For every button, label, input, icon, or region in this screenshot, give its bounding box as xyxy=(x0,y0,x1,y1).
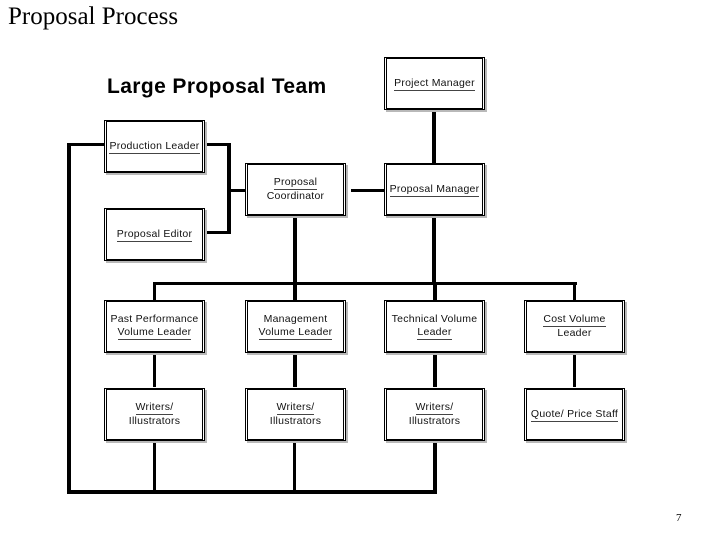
node-proposal-editor-inner: Proposal Editor xyxy=(106,209,203,260)
node-technical-volume-leader[interactable]: Technical Volume Leader xyxy=(384,300,485,353)
node-quote-price-staff[interactable]: Quote/ Price Staff xyxy=(524,388,625,441)
connector-past-performance-to-writers xyxy=(153,352,156,387)
node-writers-2-label-line1: Writers/ xyxy=(276,401,315,415)
node-technical-label-line1: Technical Volume xyxy=(391,313,478,325)
node-writers-1-label-line2: Illustrators xyxy=(128,415,181,427)
node-management-label-line1: Management xyxy=(263,313,328,325)
node-management-volume-leader-inner: Management Volume Leader xyxy=(247,301,344,352)
node-project-manager-label: Project Manager xyxy=(394,76,475,91)
node-quote-price-staff-label: Quote/ Price Staff xyxy=(530,407,619,422)
connector-production-leader-left-stub xyxy=(67,143,105,146)
node-past-performance-volume-leader-inner: Past Performance Volume Leader xyxy=(106,301,203,352)
node-writers-2-label-line2: Illustrators xyxy=(269,415,322,427)
node-past-performance-label-line2: Volume Leader xyxy=(117,326,192,340)
page-title: Proposal Process xyxy=(8,3,179,30)
connector-leftgroup-riser xyxy=(227,143,231,234)
node-proposal-coordinator-inner: Proposal Coordinator xyxy=(247,164,344,215)
connector-leftgroup-to-coordinator xyxy=(227,189,248,192)
node-writers-illustrators-2[interactable]: Writers/ Illustrators xyxy=(245,388,346,441)
connector-bus-drop-management xyxy=(293,282,297,300)
connector-technical-to-writers xyxy=(433,352,437,387)
connector-bus-drop-past-performance xyxy=(153,282,156,300)
connector-cost-to-quote-price xyxy=(573,352,576,387)
connector-production-leader-right-stub xyxy=(206,143,230,146)
node-technical-volume-leader-inner: Technical Volume Leader xyxy=(386,301,483,352)
node-proposal-editor[interactable]: Proposal Editor xyxy=(104,208,205,261)
connector-writers2-to-bottom-bus xyxy=(293,441,296,493)
connector-writers1-to-bottom-bus xyxy=(153,441,156,493)
connector-bus-drop-cost xyxy=(573,282,576,300)
node-writers-illustrators-3[interactable]: Writers/ Illustrators xyxy=(384,388,485,441)
connector-manager-to-coordinator xyxy=(351,189,386,192)
page-number: 7 xyxy=(676,512,682,524)
node-proposal-coordinator-label-line2: Coordinator xyxy=(266,190,325,202)
node-cost-label-line1: Cost Volume xyxy=(543,313,606,327)
node-writers-illustrators-2-inner: Writers/ Illustrators xyxy=(247,389,344,440)
node-management-label-line2: Volume Leader xyxy=(258,326,333,340)
node-writers-1-label-line1: Writers/ xyxy=(135,401,174,415)
node-writers-illustrators-1-inner: Writers/ Illustrators xyxy=(106,389,203,440)
node-project-manager[interactable]: Project Manager xyxy=(384,57,485,110)
node-proposal-coordinator-label-line1: Proposal xyxy=(273,176,318,190)
node-past-performance-volume-leader[interactable]: Past Performance Volume Leader xyxy=(104,300,205,353)
connector-coordinator-to-bus xyxy=(293,216,297,284)
connector-management-to-writers xyxy=(293,352,297,387)
node-production-leader[interactable]: Production Leader xyxy=(104,120,205,173)
connector-writers3-to-bottom-bus xyxy=(433,441,437,493)
node-writers-3-label-line1: Writers/ xyxy=(415,401,454,415)
node-technical-label-line2: Leader xyxy=(417,326,452,340)
node-proposal-coordinator[interactable]: Proposal Coordinator xyxy=(245,163,346,216)
node-proposal-editor-label: Proposal Editor xyxy=(116,227,193,242)
node-proposal-manager[interactable]: Proposal Manager xyxy=(384,163,485,216)
node-production-leader-label: Production Leader xyxy=(109,139,200,154)
connector-bus-drop-technical xyxy=(433,282,437,300)
node-writers-3-label-line2: Illustrators xyxy=(408,415,461,427)
node-quote-price-staff-inner: Quote/ Price Staff xyxy=(526,389,623,440)
connector-bottom-bus xyxy=(67,490,437,494)
node-cost-volume-leader[interactable]: Cost Volume Leader xyxy=(524,300,625,353)
chart-heading: Large Proposal Team xyxy=(107,75,327,98)
connector-pm-to-proposal-manager xyxy=(432,110,436,165)
node-proposal-manager-inner: Proposal Manager xyxy=(386,164,483,215)
node-management-volume-leader[interactable]: Management Volume Leader xyxy=(245,300,346,353)
node-production-leader-inner: Production Leader xyxy=(106,121,203,172)
node-writers-illustrators-1[interactable]: Writers/ Illustrators xyxy=(104,388,205,441)
connector-left-loop-vertical xyxy=(67,143,71,493)
connector-proposal-editor-right-stub xyxy=(206,231,230,234)
node-proposal-manager-label: Proposal Manager xyxy=(389,182,480,197)
connector-proposal-manager-to-bus xyxy=(432,216,436,284)
node-cost-label-line2: Leader xyxy=(557,327,592,339)
node-writers-illustrators-3-inner: Writers/ Illustrators xyxy=(386,389,483,440)
connector-volume-distribution-bus xyxy=(153,282,577,285)
node-cost-volume-leader-inner: Cost Volume Leader xyxy=(526,301,623,352)
node-project-manager-inner: Project Manager xyxy=(386,58,483,109)
node-past-performance-label-line1: Past Performance xyxy=(110,313,199,325)
